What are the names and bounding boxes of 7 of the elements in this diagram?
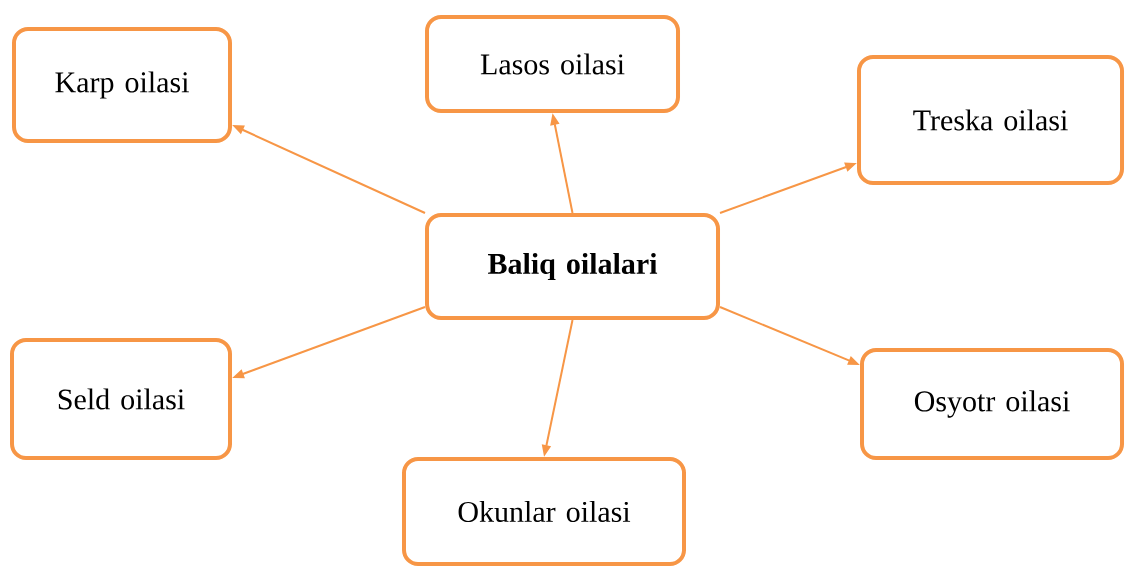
family-box: Seld oilasi [10, 338, 232, 460]
family-box: Okunlar oilasi [402, 457, 686, 566]
family-box: Osyotr oilasi [860, 348, 1124, 460]
family-box: Treska oilasi [857, 55, 1124, 185]
center-box: Baliq oilalari [425, 213, 720, 320]
family-box: Lasos oilasi [425, 15, 680, 113]
family-box: Karp oilasi [12, 27, 232, 143]
